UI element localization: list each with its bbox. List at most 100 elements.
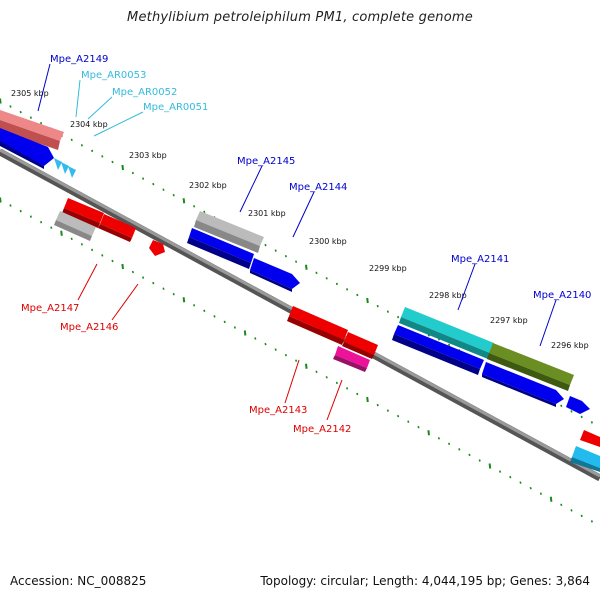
forward-track-minor-tick xyxy=(284,254,287,258)
feature-mpe-a2146[interactable] xyxy=(149,240,165,256)
reverse-track-major-tick xyxy=(121,263,124,270)
reverse-track-major-tick xyxy=(182,297,186,303)
reverse-track-minor-tick xyxy=(152,281,155,285)
forward-track-minor-tick xyxy=(325,277,328,280)
forward-track-minor-tick xyxy=(80,144,83,147)
forward-track-minor-tick xyxy=(193,205,196,208)
feature-mpe-a2144[interactable] xyxy=(187,228,300,292)
reverse-track-minor-tick xyxy=(284,353,287,357)
reverse-track-minor-tick xyxy=(407,420,410,423)
feature-mpe-a2142[interactable] xyxy=(333,346,370,372)
reverse-track-minor-tick xyxy=(315,370,318,374)
reverse-track-minor-tick xyxy=(193,304,196,307)
forward-track-minor-tick xyxy=(203,210,206,214)
feature-mpe-a2147[interactable] xyxy=(62,198,136,242)
reverse-track-minor-tick xyxy=(346,387,349,390)
feature-mpe-a2140[interactable] xyxy=(392,325,590,414)
reverse-track-minor-tick xyxy=(478,459,481,462)
forward-track-minor-tick xyxy=(152,182,155,186)
reverse-tick-track xyxy=(0,197,593,523)
label-mpe-a2140[interactable]: Mpe_A2140 xyxy=(533,290,591,301)
forward-track-minor-tick xyxy=(142,177,145,180)
forward-track-minor-tick xyxy=(570,410,573,413)
reverse-track-minor-tick xyxy=(397,414,400,418)
tick-label-2301: 2301 kbp xyxy=(248,209,286,218)
reverse-track-minor-tick xyxy=(386,409,389,412)
feature-olive-gene[interactable] xyxy=(487,343,574,391)
forward-track-minor-tick xyxy=(131,171,134,175)
reverse-track-minor-tick xyxy=(570,509,573,512)
forward-track-minor-tick xyxy=(590,421,593,424)
reverse-track-minor-tick xyxy=(580,514,583,518)
feature-mpe-a2141[interactable] xyxy=(399,307,494,359)
reverse-track-minor-tick xyxy=(29,215,32,218)
reverse-track-major-tick xyxy=(488,463,492,469)
forward-track-major-tick xyxy=(182,198,186,204)
feature-right-edge-genes[interactable] xyxy=(570,430,600,472)
label-mpe-a2143[interactable]: Mpe_A2143 xyxy=(249,405,307,416)
reverse-track-minor-tick xyxy=(233,326,236,329)
forward-track-minor-tick xyxy=(9,105,12,108)
tick-label-2300: 2300 kbp xyxy=(309,237,347,246)
label-mpe-ar0051[interactable]: Mpe_AR0051 xyxy=(143,102,208,113)
tick-label-2296: 2296 kbp xyxy=(551,341,589,350)
reverse-track-major-tick xyxy=(243,330,247,336)
reverse-track-minor-tick xyxy=(40,220,43,224)
forward-track-major-tick xyxy=(305,264,308,270)
map-title: Methylibium petroleiphilum PM1, complete… xyxy=(127,10,473,25)
reverse-track-minor-tick xyxy=(376,403,379,407)
feature-mpe-a2149[interactable] xyxy=(0,110,64,150)
forward-track-minor-tick xyxy=(315,271,318,275)
feature-pseudo-gene[interactable] xyxy=(54,211,96,241)
gene-labels: Mpe_A2149 Mpe_AR0053 Mpe_AR0052 Mpe_AR00… xyxy=(21,54,591,435)
forward-track-minor-tick xyxy=(376,304,379,308)
reverse-track-minor-tick xyxy=(295,359,298,362)
reverse-track-minor-tick xyxy=(448,442,451,446)
label-mpe-a2147[interactable]: Mpe_A2147 xyxy=(21,303,79,314)
forward-track-minor-tick xyxy=(29,116,32,119)
feature-mpe-a2143[interactable] xyxy=(287,306,378,359)
forward-track-minor-tick xyxy=(397,315,400,319)
reverse-track-minor-tick xyxy=(254,337,257,340)
rna-markers[interactable] xyxy=(54,158,76,178)
forward-track-minor-tick xyxy=(346,288,349,291)
reverse-track-minor-tick xyxy=(9,204,12,207)
label-mpe-ar0052[interactable]: Mpe_AR0052 xyxy=(112,87,177,98)
label-mpe-a2141[interactable]: Mpe_A2141 xyxy=(451,254,509,265)
forward-track-minor-tick xyxy=(264,243,267,247)
forward-track-minor-tick xyxy=(162,188,165,191)
forward-track-minor-tick xyxy=(91,149,94,153)
reverse-track-minor-tick xyxy=(417,425,420,429)
forward-track-minor-tick xyxy=(560,404,563,408)
reverse-track-minor-tick xyxy=(80,243,83,246)
label-mpe-a2144[interactable]: Mpe_A2144 xyxy=(289,182,347,193)
label-leaders xyxy=(37,63,557,421)
forward-track-minor-tick xyxy=(172,193,175,197)
forward-track-major-tick xyxy=(121,164,124,171)
tick-label-2298: 2298 kbp xyxy=(429,291,467,300)
reverse-track-minor-tick xyxy=(223,320,226,324)
reverse-track-minor-tick xyxy=(335,381,338,385)
reverse-track-major-tick xyxy=(0,197,2,203)
forward-track-minor-tick xyxy=(386,310,389,313)
feature-mpe-a2145[interactable] xyxy=(194,211,264,253)
label-mpe-a2145[interactable]: Mpe_A2145 xyxy=(237,156,295,167)
reverse-track-minor-tick xyxy=(101,254,104,257)
label-mpe-a2146[interactable]: Mpe_A2146 xyxy=(60,322,118,333)
reverse-track-minor-tick xyxy=(19,209,22,213)
reverse-track-minor-tick xyxy=(264,342,267,346)
feature-forward-gene-left[interactable] xyxy=(0,128,54,169)
reverse-track-minor-tick xyxy=(203,309,206,313)
accession-text: Accession: NC_008825 xyxy=(10,574,147,588)
tick-label-2297: 2297 kbp xyxy=(490,316,528,325)
forward-track-minor-tick xyxy=(40,121,43,125)
label-mpe-ar0053[interactable]: Mpe_AR0053 xyxy=(81,70,146,81)
forward-track-major-tick xyxy=(366,297,369,304)
reverse-track-minor-tick xyxy=(356,392,359,396)
forward-track-minor-tick xyxy=(448,343,451,347)
reverse-track-minor-tick xyxy=(519,481,522,484)
reverse-track-minor-tick xyxy=(111,259,114,263)
label-mpe-a2142[interactable]: Mpe_A2142 xyxy=(293,424,351,435)
label-mpe-a2149[interactable]: Mpe_A2149 xyxy=(50,54,108,65)
